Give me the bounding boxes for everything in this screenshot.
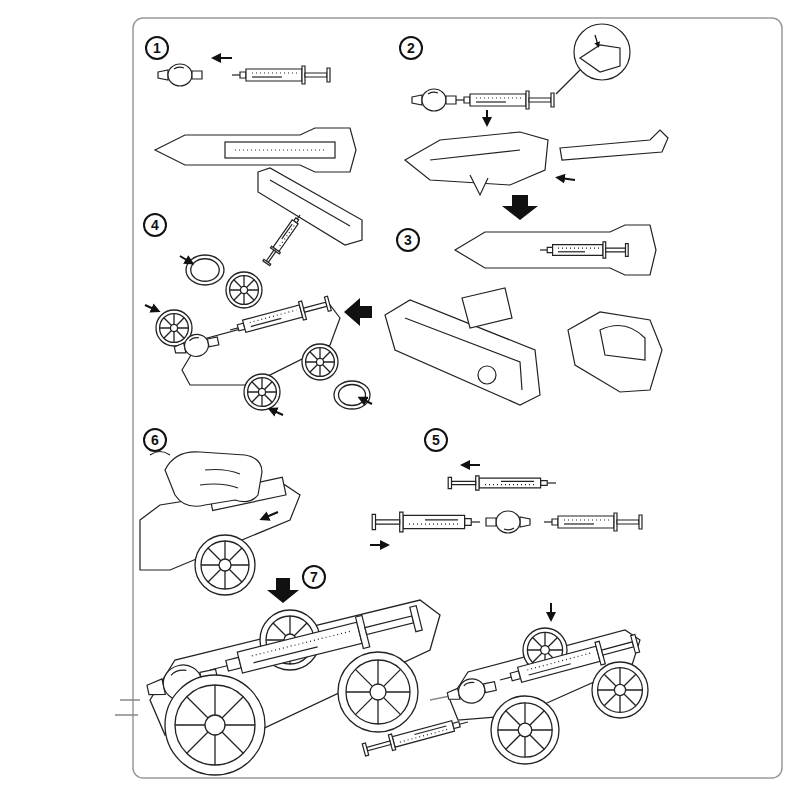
wheel [226,272,262,308]
step-label: 5 [432,433,440,447]
step-6-art [140,452,300,596]
step-label: 4 [151,218,159,232]
step-number: 6 [143,428,167,452]
rocket-body [455,225,656,275]
wheel [244,374,280,410]
wheel-cap [334,381,370,409]
step-number: 1 [145,36,169,60]
stick-part [560,130,668,160]
syringe [228,294,332,339]
step-arrow [344,298,372,326]
syringe [456,91,554,109]
chassis-half [258,168,362,245]
step-label: 6 [151,433,159,447]
detail-circle [574,24,630,80]
syringe [362,714,470,758]
bulb [158,64,202,86]
step-arrow [267,578,299,603]
wheel [165,675,265,775]
step-4-art [145,255,372,415]
syringe [540,242,628,258]
wheel [338,652,418,732]
step-7-art [115,600,455,775]
hand [165,452,262,506]
chassis-detail [568,312,662,392]
bulb [445,674,497,708]
pad [462,288,512,328]
step-label: 3 [404,233,412,247]
step-label: 1 [153,41,161,55]
step-label: 2 [407,41,415,55]
wheel [491,696,559,764]
bulb [412,89,456,111]
step-number: 7 [302,565,326,589]
wheel [302,344,338,380]
wheel [195,535,255,595]
step-3-art [385,225,662,405]
step-7-small-art [362,603,648,764]
step-2-art [405,24,668,195]
syringe [262,212,305,266]
step-5-art [370,465,642,545]
rocket-body [155,128,356,172]
step-number: 3 [396,228,420,252]
sheet-frame [133,18,782,778]
syringe [372,512,480,532]
syringe [544,513,642,531]
step-number: 2 [399,36,423,60]
syringe [448,476,556,490]
wheel-cap [186,255,224,285]
step-number: 4 [143,213,167,237]
step-arrow [502,195,538,220]
chassis-open [385,300,540,405]
step-1-art [155,58,362,266]
bulb [486,511,530,533]
syringe [232,66,330,84]
bulb [173,330,221,361]
step-label: 7 [310,570,318,584]
wheel [592,662,648,718]
step-number: 5 [424,428,448,452]
